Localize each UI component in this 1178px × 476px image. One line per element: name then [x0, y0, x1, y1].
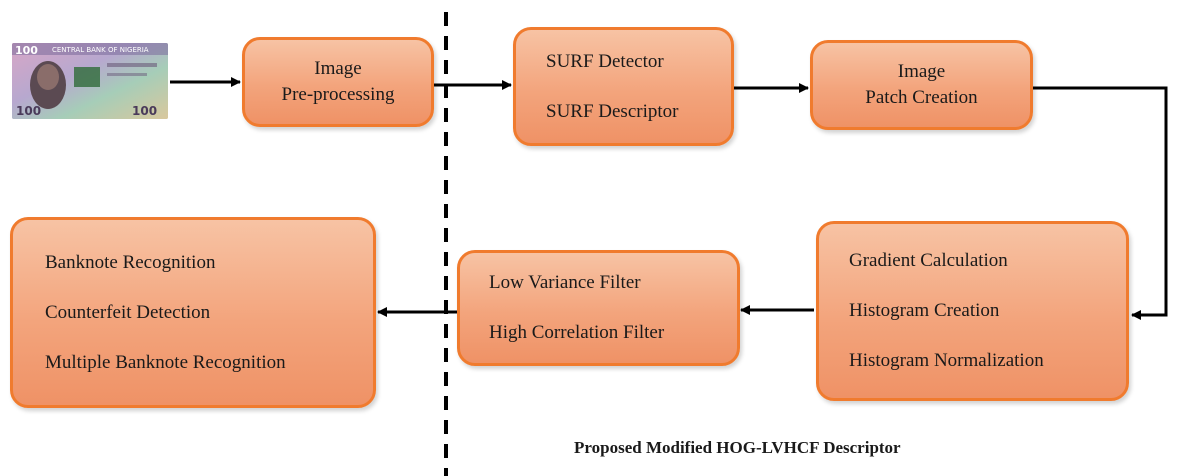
box-filters-line1: Low Variance Filter: [489, 272, 641, 293]
box-hog-steps: Gradient Calculation Histogram Creation …: [816, 221, 1129, 401]
box-surf-line1: SURF Detector: [546, 50, 664, 72]
box-surf-line2: SURF Descriptor: [546, 100, 679, 122]
box-image-preprocessing-line1: Image: [314, 58, 362, 79]
box-hog-line1: Gradient Calculation: [849, 250, 1008, 271]
box-recognition: Banknote Recognition Counterfeit Detecti…: [10, 217, 376, 408]
box-patch-creation: Image Patch Creation: [810, 40, 1033, 130]
box-patch-creation-line2: Patch Creation: [865, 87, 978, 108]
banknote-header-text: CENTRAL BANK OF NIGERIA: [52, 46, 149, 54]
box-recognition-line1: Banknote Recognition: [45, 251, 216, 273]
box-filters: Low Variance Filter High Correlation Fil…: [457, 250, 740, 366]
box-filters-line2: High Correlation Filter: [489, 322, 665, 343]
banknote-denomination-left: 100: [16, 104, 41, 118]
banknote-artwork: CENTRAL BANK OF NIGERIA 100 100 100: [12, 43, 168, 119]
banknote-denomination-top: 100: [15, 44, 38, 57]
box-image-preprocessing: Image Pre-processing: [242, 37, 434, 127]
box-image-preprocessing-line2: Pre-processing: [281, 84, 395, 105]
box-hog-line2: Histogram Creation: [849, 300, 1000, 321]
box-patch-creation-line1: Image: [897, 61, 946, 82]
box-recognition-line3: Multiple Banknote Recognition: [45, 351, 286, 373]
banknote-denomination-right: 100: [132, 104, 157, 118]
descriptor-caption: Proposed Modified HOG-LVHCF Descriptor: [574, 438, 901, 457]
box-hog-line3: Histogram Normalization: [849, 350, 1044, 371]
banknote-image: CENTRAL BANK OF NIGERIA 100 100 100: [12, 43, 168, 119]
box-recognition-line2: Counterfeit Detection: [45, 301, 211, 323]
box-surf: SURF Detector SURF Descriptor: [513, 27, 734, 146]
arrow-patch-to-hog: [1033, 86, 1168, 320]
